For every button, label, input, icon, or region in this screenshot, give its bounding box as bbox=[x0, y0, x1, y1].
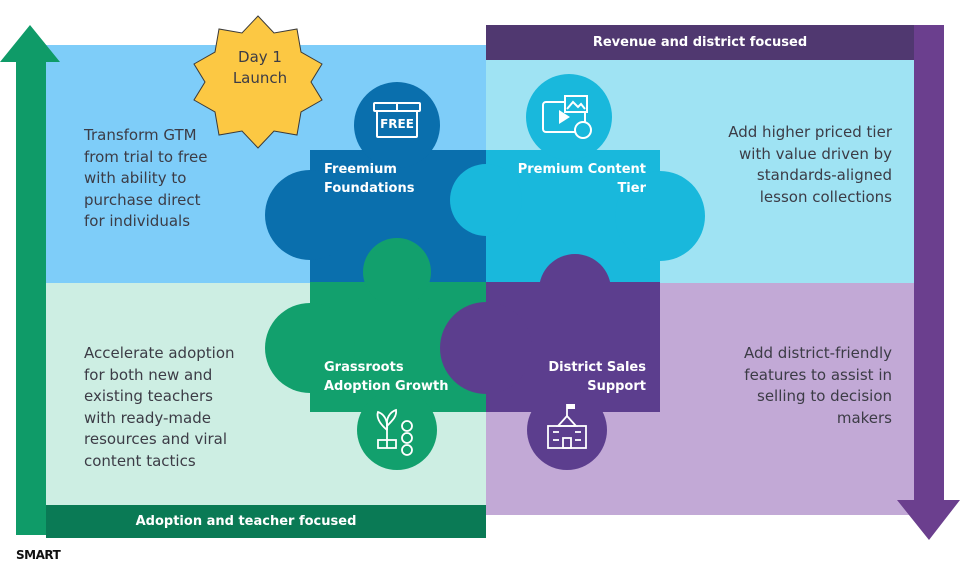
day1-badge-label: Day 1 Launch bbox=[232, 48, 288, 87]
plant-coins-icon bbox=[376, 408, 413, 456]
quadrant-top-left-text: Transform GTM from trial to free with ab… bbox=[84, 126, 208, 230]
day1-badge-seal bbox=[193, 15, 323, 149]
right-down-arrow bbox=[897, 25, 960, 540]
top-band-label: Revenue and district focused bbox=[592, 35, 808, 50]
freemium-foundations-label: Freemium Foundations bbox=[324, 162, 415, 196]
free-icon-text: FREE bbox=[380, 117, 414, 131]
quadrant-top-right-text: Add higher priced tier with value driven… bbox=[728, 123, 892, 206]
premium-content-tier-label: Premium Content Tier bbox=[517, 162, 646, 196]
smart-logo: SMART bbox=[16, 548, 61, 562]
grassroots-adoption-growth-label: Grassroots Adoption Growth bbox=[324, 360, 449, 394]
district-piece bbox=[440, 254, 660, 470]
bottom-band-bg bbox=[46, 505, 486, 538]
quadrant-bottom-right-text: Add district-friendly features to assist… bbox=[744, 344, 892, 427]
top-band-bg bbox=[486, 25, 914, 60]
free-box-icon bbox=[373, 102, 421, 138]
school-building-icon bbox=[547, 404, 587, 449]
bottom-band-label: Adoption and teacher focused bbox=[135, 514, 357, 529]
quadrant-bottom-left-text: Accelerate adoption for both new and exi… bbox=[84, 344, 235, 470]
left-up-arrow bbox=[0, 25, 60, 535]
video-content-icon bbox=[542, 95, 592, 139]
district-sales-support-label: District Sales Support bbox=[548, 360, 646, 394]
